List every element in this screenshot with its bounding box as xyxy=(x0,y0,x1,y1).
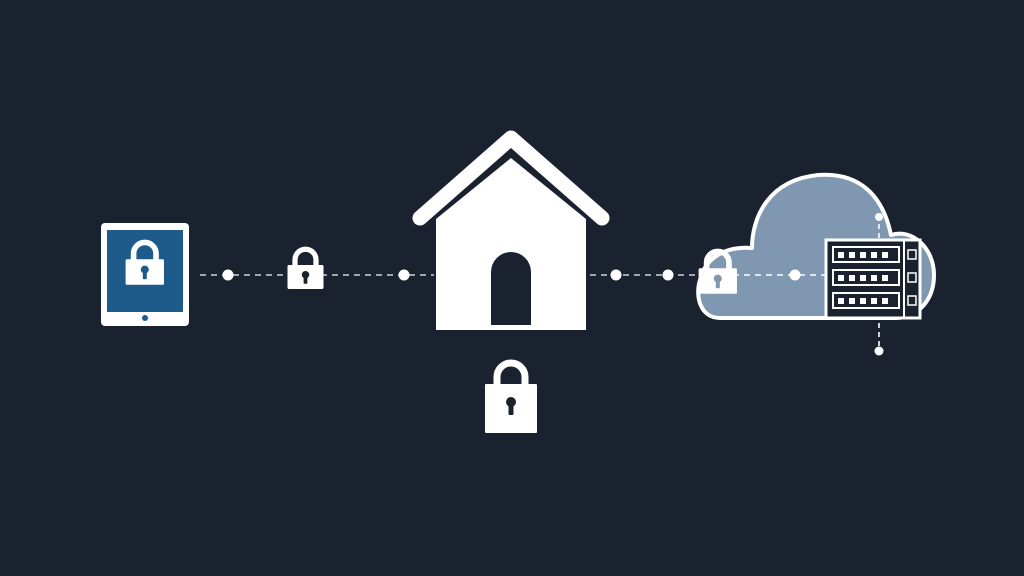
connector-node xyxy=(789,269,801,281)
connector-node xyxy=(610,269,622,281)
connector-node xyxy=(662,269,674,281)
connector-left xyxy=(200,269,434,281)
server-rack-icon xyxy=(824,213,922,356)
padlock-icon xyxy=(698,248,737,294)
house-icon xyxy=(412,130,610,330)
tablet-lock-icon xyxy=(101,223,189,326)
connector-right xyxy=(590,269,700,281)
connector-node xyxy=(398,269,410,281)
connector-node xyxy=(222,269,234,281)
padlock-icon xyxy=(288,249,324,289)
padlock-icon xyxy=(485,359,537,433)
